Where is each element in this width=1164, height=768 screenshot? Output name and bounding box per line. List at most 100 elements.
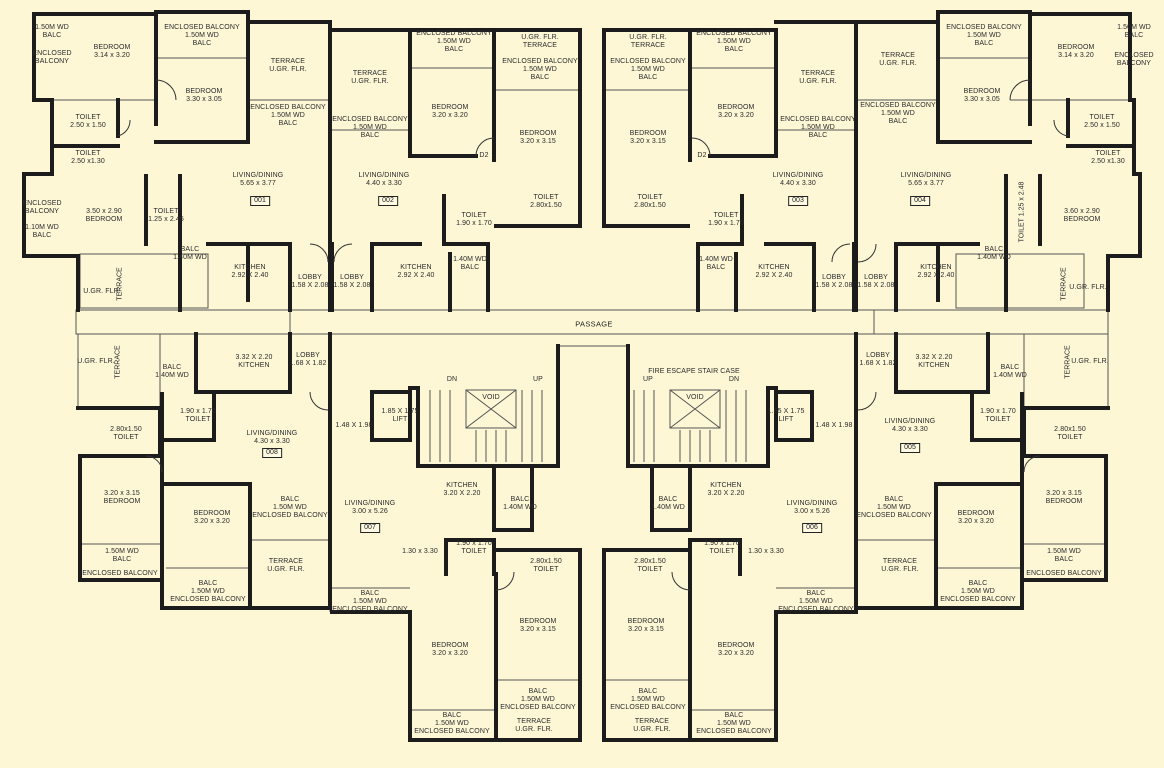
terrace-label: TERRACE U.GR. FLR. xyxy=(799,70,837,85)
bedroom-label: BEDROOM 3.20 x 3.15 xyxy=(519,618,557,633)
room-label: 1.30 x 3.30 xyxy=(402,548,438,555)
door-swings xyxy=(117,79,1069,591)
balcony-label: BALC 1.50M WD ENCLOSED BALCONY xyxy=(500,688,576,711)
kitchen-label: KITCHEN 2.92 X 2.40 xyxy=(397,264,435,279)
bedroom-label: 3.60 x 2.90 BEDROOM xyxy=(1063,208,1101,223)
balcony-label: ENCLOSED BALCONY xyxy=(82,570,158,577)
bedroom-label: BEDROOM 3.20 x 3.20 xyxy=(431,642,469,657)
kitchen-label: KITCHEN 2.92 X 2.40 xyxy=(755,264,793,279)
balcony-label: ENCLOSED BALCONY 1.50M WD BALC xyxy=(860,102,936,125)
balcony-label: BALC 1.50M WD ENCLOSED BALCONY xyxy=(252,496,328,519)
balcony-label: ENCLOSED BALCONY xyxy=(32,50,72,65)
thin-lines xyxy=(36,57,1130,711)
unit-number-006: 006 xyxy=(802,523,822,533)
kitchen-label: KITCHEN 3.20 X 2.20 xyxy=(707,482,745,497)
room-label: 1.30 x 3.30 xyxy=(748,548,784,555)
balcony-label: ENCLOSED BALCONY 1.50M WD BALC xyxy=(164,24,240,47)
terrace-label: TERRACE U.GR. FLR. xyxy=(515,718,553,733)
living-label: LIVING/DINING 4.40 x 3.30 xyxy=(358,172,410,187)
balcony-label: BALC 1.50M WD ENCLOSED BALCONY xyxy=(170,580,246,603)
bedroom-label: BEDROOM 3.14 x 3.20 xyxy=(93,44,131,59)
kitchen-label: KITCHEN 2.92 X 2.40 xyxy=(917,264,955,279)
balcony-label: BALC 1.50M WD ENCLOSED BALCONY xyxy=(610,688,686,711)
toilet-label: TOILET 2.80x1.50 xyxy=(634,194,666,209)
terrace-label: TERRACE U.GR. FLR. xyxy=(633,718,671,733)
balcony-label: BALC 1.40M WD xyxy=(173,246,207,261)
bedroom-label: 3.50 x 2.90 BEDROOM xyxy=(85,208,123,223)
fire-escape-label: FIRE ESCAPE STAIR CASE xyxy=(648,368,740,375)
terrace-label: U.GR. FLR. xyxy=(77,358,115,365)
bedroom-label: BEDROOM 3.20 x 3.20 xyxy=(717,642,755,657)
void-label: VOID xyxy=(482,394,500,401)
bedroom-label: 3.20 x 3.15 BEDROOM xyxy=(1045,490,1083,505)
terrace-label: TERRACE xyxy=(116,267,124,301)
terrace-label: TERRACE U.GR. FLR. xyxy=(879,52,917,67)
unit-number-005: 005 xyxy=(900,443,920,453)
bedroom-label: BEDROOM 3.30 x 3.05 xyxy=(963,88,1001,103)
unit-number-004: 004 xyxy=(910,196,930,206)
toilet-label: TOILET 2.50 x1.30 xyxy=(71,150,105,165)
terrace-label: TERRACE xyxy=(1064,345,1072,379)
kitchen-label: 3.32 X 2.20 KITCHEN xyxy=(235,354,273,369)
living-label: LIVING/DINING 4.40 x 3.30 xyxy=(772,172,824,187)
toilet-label: 1.90 x 1.70 TOILET xyxy=(704,540,740,555)
terrace-label: U.GR. FLR. xyxy=(1069,284,1107,291)
walls xyxy=(22,10,1142,742)
lobby-label: LOBBY 1.68 X 1.82 xyxy=(289,352,327,367)
living-label: LIVING/DINING 3.00 x 5.26 xyxy=(786,500,838,515)
bedroom-label: BEDROOM 3.30 x 3.05 xyxy=(185,88,223,103)
stair-up-label: UP xyxy=(643,376,653,383)
lobby-label: 1.48 X 1.98 xyxy=(815,422,853,429)
balcony-label: BALC 1.40M WD xyxy=(503,496,537,511)
balcony-label: BALC 1.50M WD ENCLOSED BALCONY xyxy=(940,580,1016,603)
balcony-label: ENCLOSED BALCONY 1.50M WD BALC xyxy=(332,116,408,139)
toilet-label: 1.90 x 1.70 TOILET xyxy=(980,408,1016,423)
door-label: D2 xyxy=(479,152,489,159)
balcony-label: ENCLOSED BALCONY xyxy=(1026,570,1102,577)
void-label: VOID xyxy=(686,394,704,401)
balcony-label: ENCLOSED BALCONY 1.50M WD BALC xyxy=(250,104,326,127)
balcony-label: 1.40M WD BALC xyxy=(699,256,733,271)
unit-number-003: 003 xyxy=(788,196,808,206)
lobby-label: LOBBY 1.58 X 2.08 xyxy=(815,274,853,289)
lift-label: 1.85 X 1.75 LIFT xyxy=(767,408,805,423)
bedroom-label: BEDROOM 3.20 x 3.15 xyxy=(629,130,667,145)
lobby-label: LOBBY 1.68 X 1.82 xyxy=(859,352,897,367)
stair-down-label: DN xyxy=(728,376,740,383)
terrace-label: U.GR. FLR. xyxy=(83,288,121,295)
living-label: LIVING/DINING 4.30 x 3.30 xyxy=(246,430,298,445)
toilet-label: TOILET 2.50 x 1.50 xyxy=(70,114,106,129)
stair-left xyxy=(429,389,543,462)
balcony-label: ENCLOSED BALCONY xyxy=(22,200,62,215)
lobby-label: LOBBY 1.58 X 2.08 xyxy=(333,274,371,289)
balcony-label: BALC 1.50M WD ENCLOSED BALCONY xyxy=(414,712,490,735)
terrace-label: TERRACE xyxy=(114,345,122,379)
bedroom-label: BEDROOM 3.20 x 3.20 xyxy=(193,510,231,525)
toilet-label: TOILET 2.50 x1.30 xyxy=(1091,150,1125,165)
balcony-label: BALC 1.50M WD ENCLOSED BALCONY xyxy=(856,496,932,519)
lift-label: 1.85 X 1.75 LIFT xyxy=(381,408,419,423)
terrace-label: TERRACE xyxy=(1060,267,1068,301)
toilet-label: TOILET 1.90 x 1.70 xyxy=(708,212,744,227)
balcony-label: ENCLOSED BALCONY 1.50M WD BALC xyxy=(696,30,772,53)
balcony-label: 1.50M WD BALC xyxy=(1047,548,1081,563)
balcony-label: BALC 1.50M WD ENCLOSED BALCONY xyxy=(332,590,408,613)
balcony-label: 1.50M WD BALC xyxy=(35,24,69,39)
toilet-label: 2.80x1.50 TOILET xyxy=(634,558,666,573)
bedroom-label: BEDROOM 3.14 x 3.20 xyxy=(1057,44,1095,59)
living-label: LIVING/DINING 5.65 x 3.77 xyxy=(232,172,284,187)
unit-number-008: 008 xyxy=(262,448,282,458)
toilet-label: 1.90 x 1.70 TOILET xyxy=(180,408,216,423)
toilet-label: TOILET 1.25 x 2.48 xyxy=(1018,181,1026,243)
unit-number-001: 001 xyxy=(250,196,270,206)
stair-down-label: DN xyxy=(446,376,458,383)
balcony-label: ENCLOSED BALCONY 1.50M WD BALC xyxy=(416,30,492,53)
lobby-label: LOBBY 1.58 X 2.08 xyxy=(291,274,329,289)
balcony-label: ENCLOSED BALCONY xyxy=(1114,52,1154,67)
door-label: D2 xyxy=(697,152,707,159)
kitchen-label: KITCHEN 2.92 X 2.40 xyxy=(231,264,269,279)
toilet-label: TOILET 1.90 x 1.70 xyxy=(456,212,492,227)
bedroom-label: 3.20 x 3.15 BEDROOM xyxy=(103,490,141,505)
